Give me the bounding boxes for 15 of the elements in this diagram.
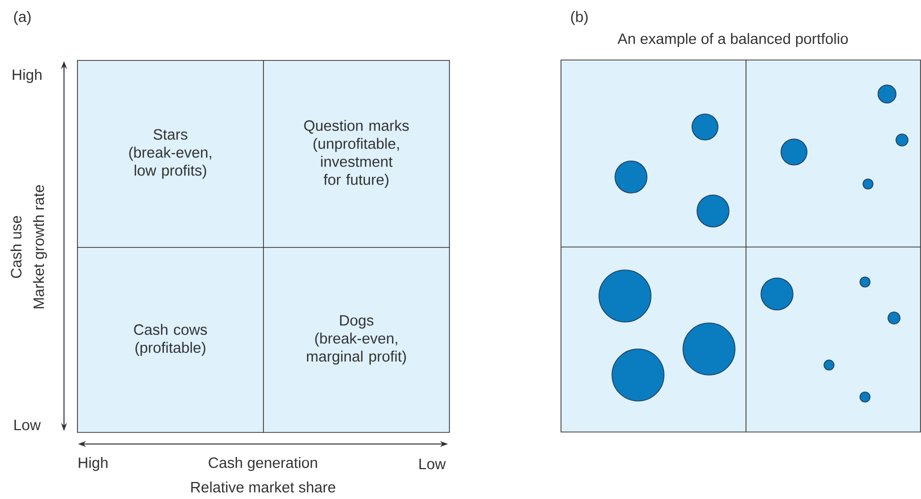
quadrant-box: Dogs (break-even, marginal profit)	[263, 247, 450, 433]
axis-label: (a)	[14, 11, 31, 25]
axis-label: Cash use	[10, 216, 22, 278]
axis-label: (b)	[571, 11, 588, 25]
quadrant-box: Cash cows (profitable)	[77, 247, 264, 433]
axis-label: Relative market share	[191, 482, 336, 492]
axis-label: An example of a balanced portfolio	[618, 33, 848, 47]
axis-label: Low	[14, 420, 41, 430]
axis-label: Market growth rate	[33, 185, 47, 308]
quadrant-box: Question marks (unprofitable, investment for future)	[263, 60, 450, 248]
quadrant-box: Stars (break-even, low profits)	[77, 60, 264, 248]
axis-label: High	[12, 69, 42, 83]
axis-label: Low	[419, 458, 446, 470]
axis-label: High	[78, 457, 108, 471]
axis-label: Cash generation	[208, 457, 318, 471]
